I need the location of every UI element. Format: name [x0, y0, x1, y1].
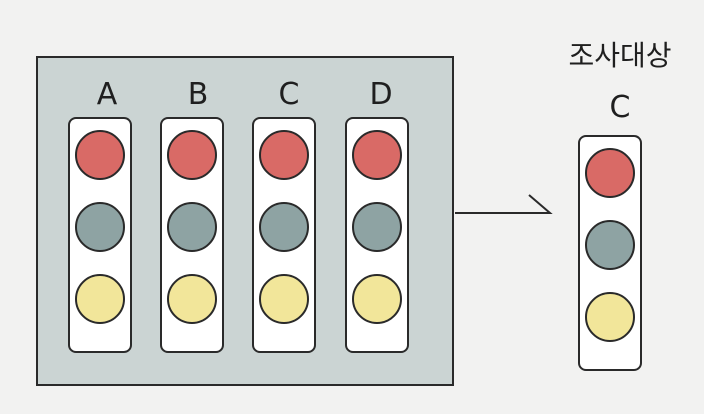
- label-c: C: [278, 77, 300, 112]
- yellow-lamp-icon: [352, 274, 402, 324]
- label-d: D: [369, 77, 393, 112]
- traffic-light-d: [345, 117, 409, 353]
- yellow-lamp-icon: [259, 274, 309, 324]
- red-lamp-icon: [167, 130, 217, 180]
- traffic-light-c: [252, 117, 316, 353]
- label-b: B: [187, 77, 209, 112]
- label-a: A: [96, 77, 118, 112]
- gray-lamp-icon: [585, 220, 635, 270]
- target-title: 조사대상: [568, 39, 672, 72]
- yellow-lamp-icon: [75, 274, 125, 324]
- yellow-lamp-icon: [585, 292, 635, 342]
- yellow-lamp-icon: [167, 274, 217, 324]
- target-label: C: [609, 90, 631, 125]
- gray-lamp-icon: [167, 202, 217, 252]
- target-traffic-light: [578, 135, 642, 371]
- red-lamp-icon: [352, 130, 402, 180]
- gray-lamp-icon: [352, 202, 402, 252]
- traffic-light-a: [68, 117, 132, 353]
- red-lamp-icon: [259, 130, 309, 180]
- traffic-light-b: [160, 117, 224, 353]
- red-lamp-icon: [75, 130, 125, 180]
- gray-lamp-icon: [75, 202, 125, 252]
- gray-lamp-icon: [259, 202, 309, 252]
- red-lamp-icon: [585, 148, 635, 198]
